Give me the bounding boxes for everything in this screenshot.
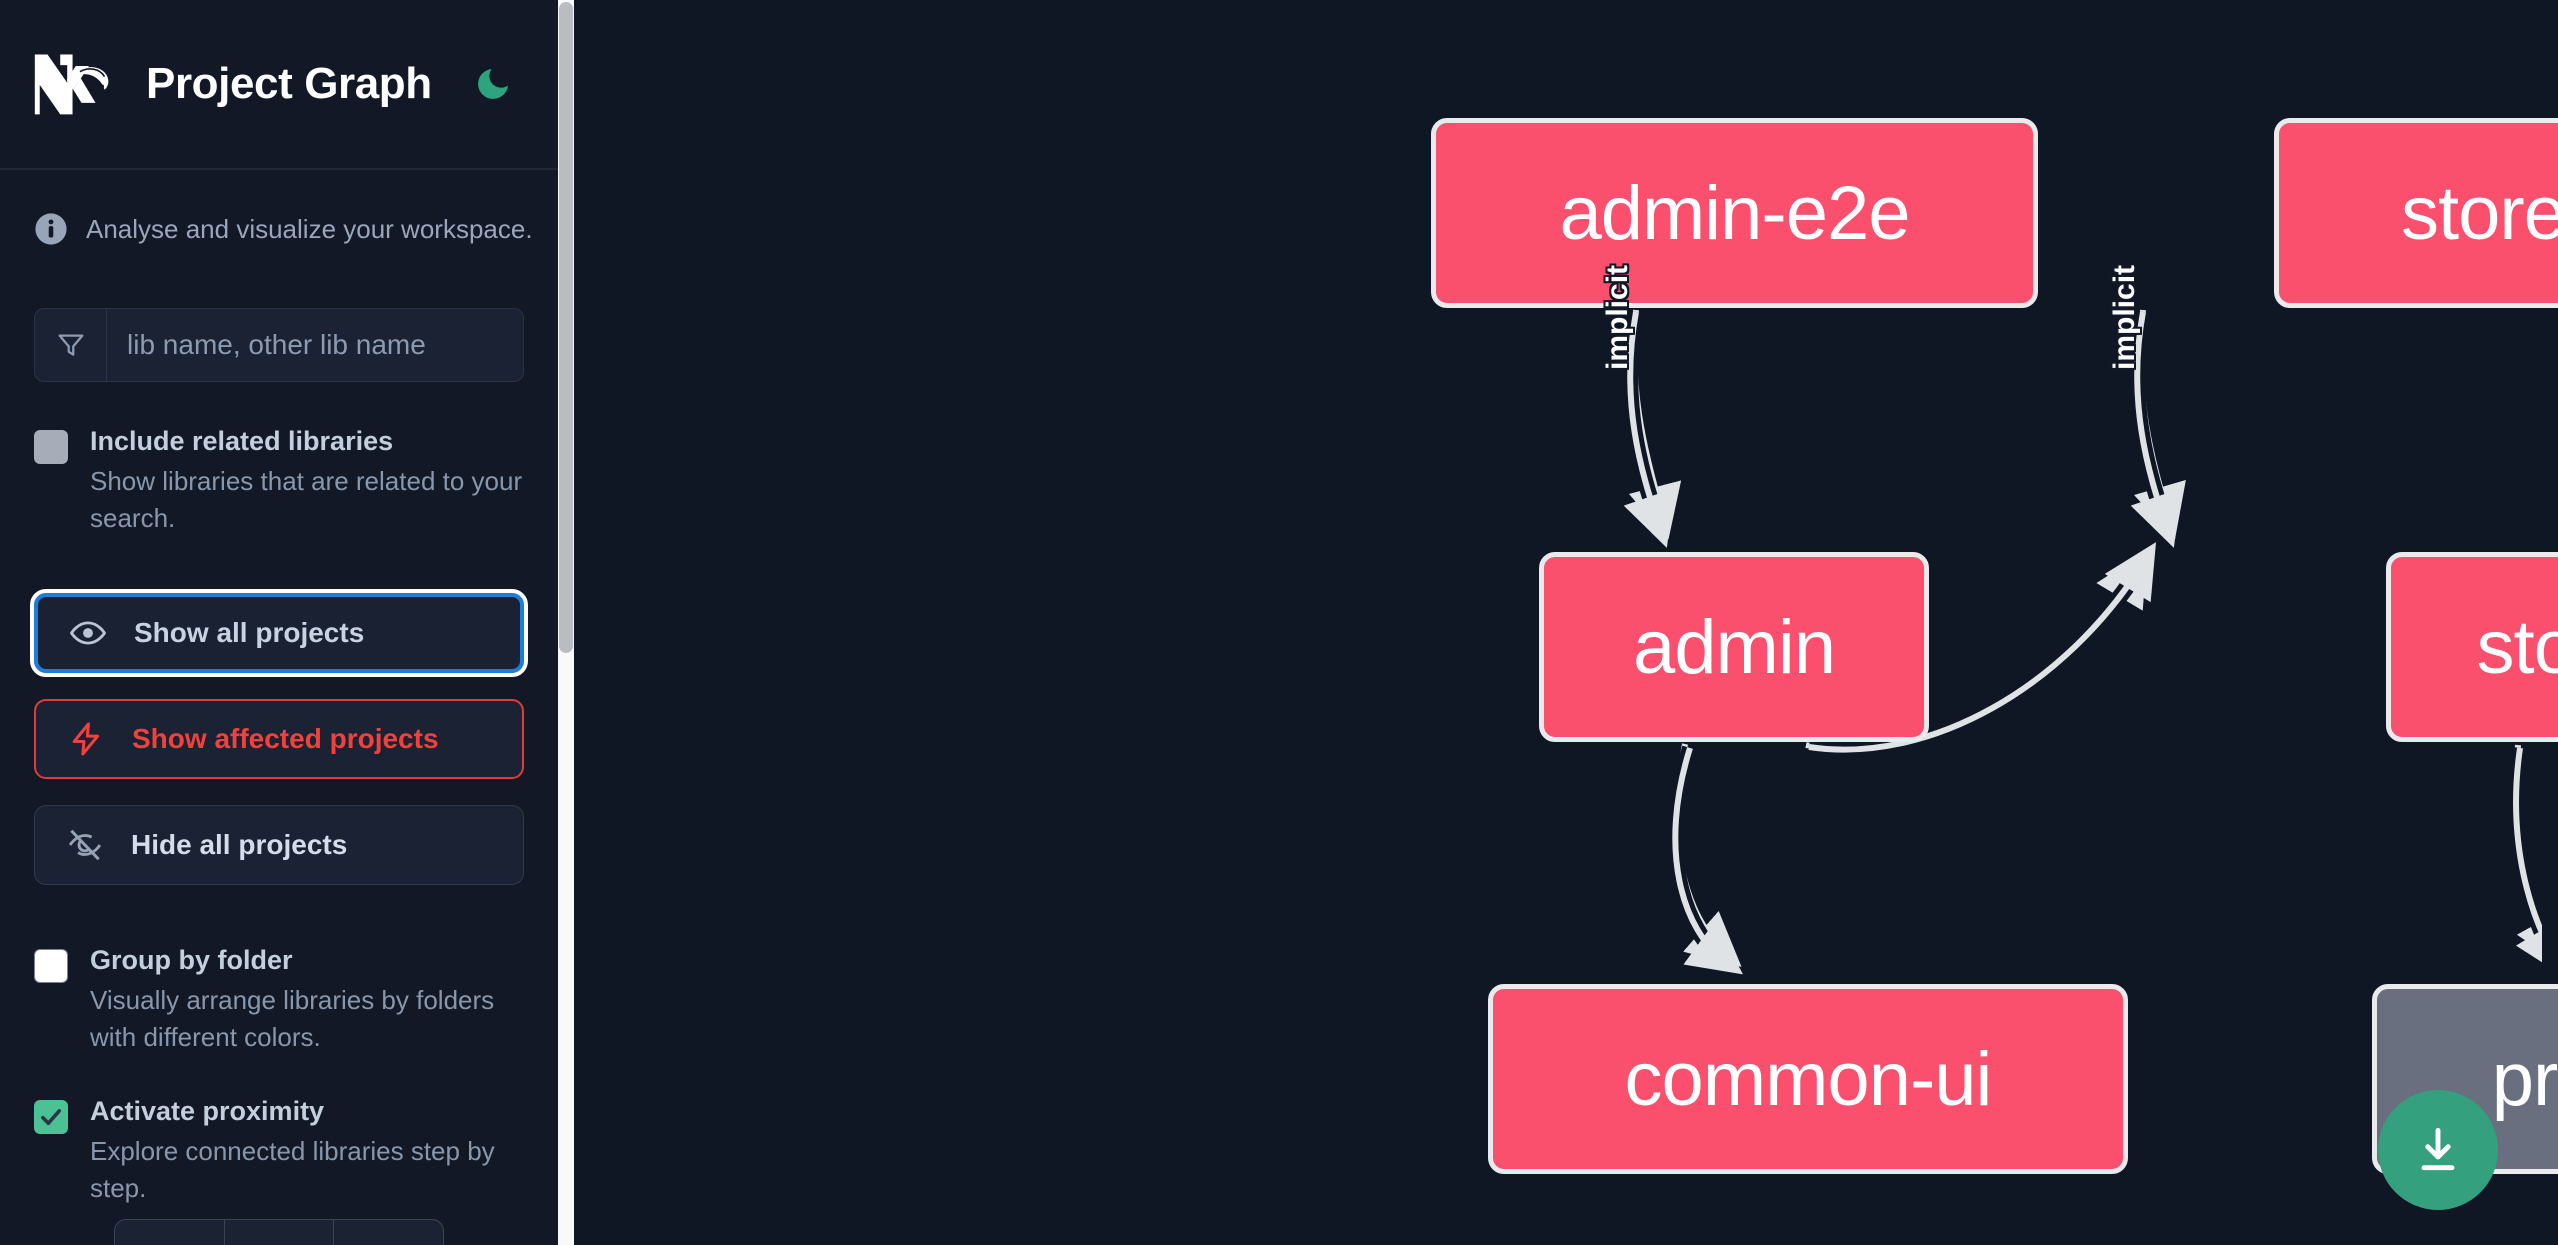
graph-node-store-e2e-label: store-e2e (2400, 170, 2558, 256)
graph-node-common-ui-label: common-ui (1624, 1036, 1993, 1122)
checkbox-activate-proximity-box[interactable] (34, 1099, 68, 1134)
proximity-step-increase[interactable] (334, 1220, 443, 1245)
checkbox-activate-proximity[interactable]: Activate proximity Explore connected lib… (34, 1094, 524, 1207)
search-input[interactable] (107, 309, 523, 381)
sidebar: Project Graph Analyse and visualize your… (0, 0, 558, 1245)
tagline: Analyse and visualize your workspace. (0, 170, 558, 246)
filter-row (34, 308, 524, 382)
show-affected-projects-button[interactable]: Show affected projects (34, 698, 524, 779)
checkbox-include-related-libraries-label: Include related libraries (90, 426, 394, 456)
download-graph-button[interactable] (2378, 1090, 2498, 1210)
hide-all-projects-label: Hide all projects (131, 828, 348, 860)
proximity-step-decrease[interactable] (115, 1220, 225, 1245)
graph-node-store-e2e[interactable]: store-e2e (2274, 118, 2558, 308)
checkbox-group-by-folder-desc: Visually arrange libraries by folders wi… (90, 985, 495, 1052)
checkbox-group-by-folder-label: Group by folder (90, 944, 293, 975)
graph-node-admin-label: admin (1633, 604, 1836, 690)
graph-canvas[interactable]: admin-e2e store-e2e admin store common-u… (558, 0, 2558, 1245)
info-circle-icon (34, 212, 68, 246)
eye-slash-icon (65, 825, 105, 865)
proximity-step-value[interactable] (225, 1220, 335, 1245)
show-all-projects-label: Show all projects (134, 616, 365, 648)
lightning-bolt-icon (66, 719, 106, 759)
graph-node-admin-e2e[interactable]: admin-e2e (1431, 118, 2038, 308)
page-title: Project Graph (146, 59, 432, 108)
checkbox-activate-proximity-desc: Explore connected libraries step by step… (90, 1135, 495, 1203)
sidebar-scrollbar-track[interactable] (558, 0, 574, 1245)
proximity-step-segmented-control[interactable] (114, 1219, 444, 1245)
visibility-button-group: Show all projects Show affected projects (30, 588, 528, 885)
nx-logo-icon (34, 52, 116, 116)
graph-node-admin-e2e-label: admin-e2e (1559, 170, 1910, 256)
graph-node-store-label: store (2476, 604, 2558, 690)
checkbox-activate-proximity-label: Activate proximity (90, 1095, 325, 1126)
eye-icon (68, 613, 108, 653)
checkbox-include-related-libraries-box[interactable] (34, 430, 68, 464)
graph-node-admin[interactable]: admin (1539, 552, 1929, 742)
hide-all-projects-button[interactable]: Hide all projects (34, 804, 524, 885)
edge-store-to-products (2513, 747, 2542, 979)
graph-node-store[interactable]: store (2386, 552, 2558, 742)
checkbox-include-related-libraries-desc: Show libraries that are related to your … (90, 466, 523, 533)
sidebar-header: Project Graph (0, 0, 558, 170)
checkbox-group-by-folder-box[interactable] (34, 948, 68, 983)
sidebar-scrollbar-thumb[interactable] (559, 2, 573, 653)
download-icon (2421, 1127, 2455, 1171)
graph-node-common-ui[interactable]: common-ui (1488, 984, 2128, 1174)
checkbox-include-related-libraries[interactable]: Include related libraries Show libraries… (34, 424, 524, 537)
tagline-text: Analyse and visualize your workspace. (86, 213, 533, 244)
funnel-filter-icon (35, 309, 107, 381)
show-affected-projects-label: Show affected projects (132, 722, 439, 754)
checkbox-group-by-folder[interactable]: Group by folder Visually arrange librari… (34, 943, 524, 1056)
moon-icon[interactable] (470, 61, 516, 107)
show-all-projects-button[interactable]: Show all projects (30, 588, 528, 677)
graph-node-products-label: products (2491, 1036, 2558, 1122)
